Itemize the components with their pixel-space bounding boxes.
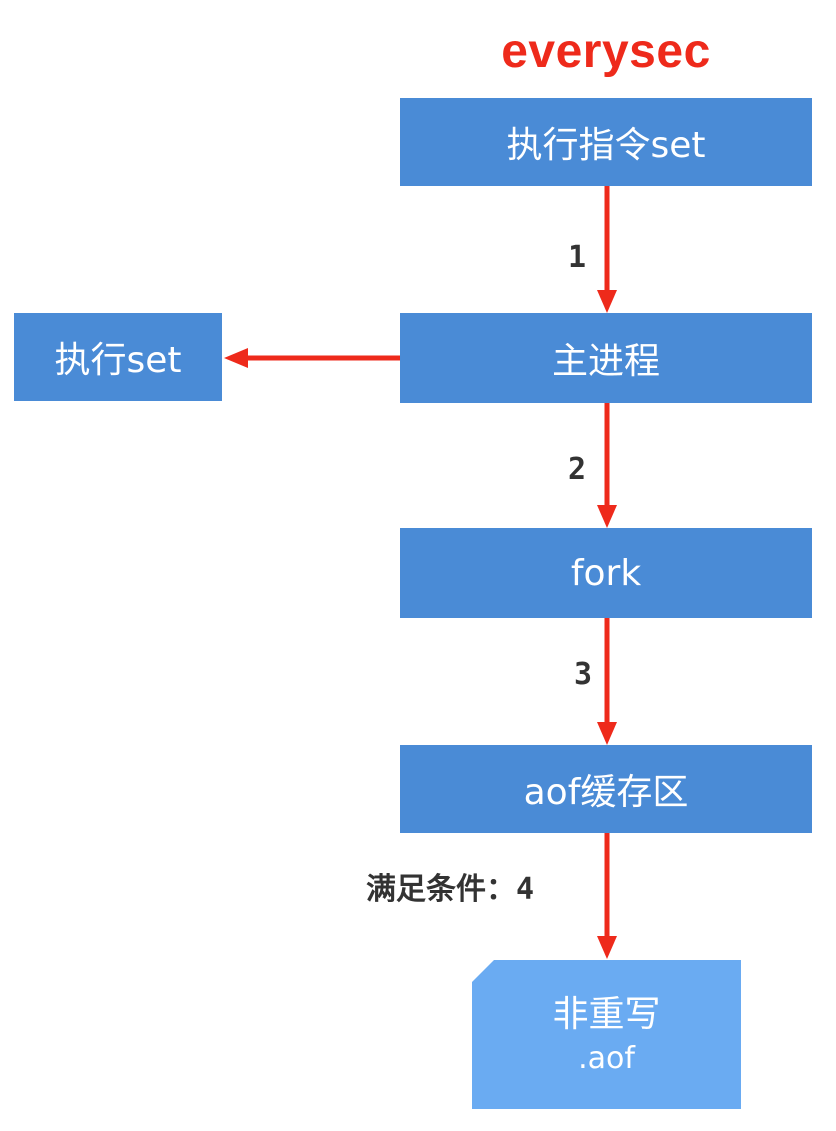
arrow-step-3 [597,618,617,745]
step-2-label: 2 [568,452,587,487]
execute-set-node: 执行set [14,313,222,401]
fork-label: fork [570,552,642,594]
step-4-number: 4 [516,872,535,907]
main-process-node: 主进程 [400,313,812,403]
diagram-title: everysec [501,25,711,78]
execute-command-node: 执行指令set [400,98,812,186]
step-1-label: 1 [568,240,587,275]
aof-buffer-node: aof缓存区 [400,745,812,833]
step-4-condition: 满足条件： [366,872,516,907]
arrow-step-1 [597,186,617,313]
aof-file-extension: .aof [578,1040,635,1076]
aof-file-node: 非重写 .aof [472,960,741,1109]
step-4-label: 满足条件：4 [366,872,534,908]
execute-set-label: 执行set [54,340,182,381]
execute-command-label: 执行指令set [506,125,706,166]
arrow-main-to-exec-set [224,348,400,368]
fork-node: fork [400,528,812,618]
aof-buffer-label: aof缓存区 [523,772,689,813]
aof-file-name: 非重写 [552,993,661,1035]
arrow-step-2 [597,403,617,528]
main-process-label: 主进程 [551,341,660,382]
step-3-label: 3 [574,657,593,692]
arrow-step-4 [597,833,617,959]
